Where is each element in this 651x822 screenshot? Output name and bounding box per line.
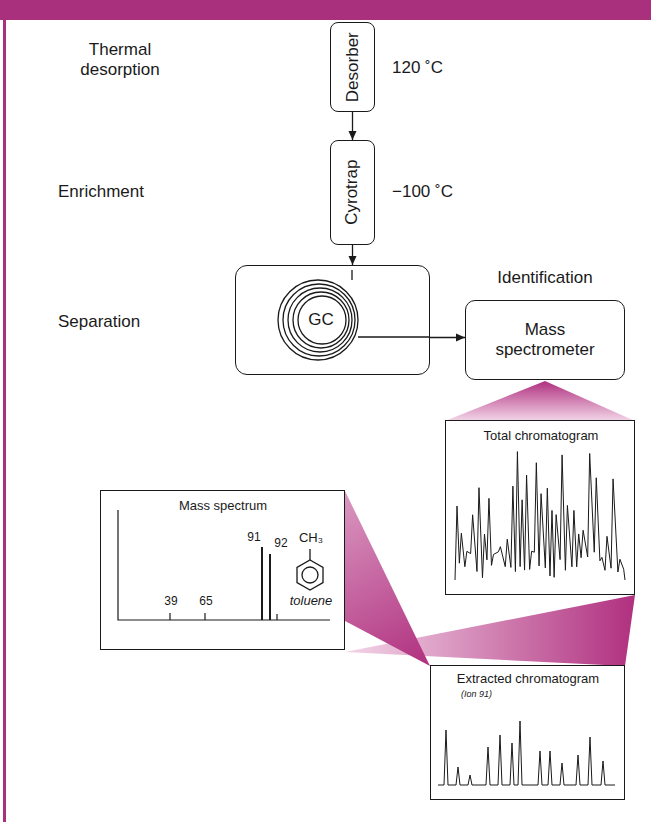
- panel-ground: [100, 490, 345, 650]
- node-text: toluene: [290, 594, 333, 609]
- flow-arrow: [352, 245, 353, 265]
- node-text: 92: [274, 537, 287, 551]
- chromatogram-trace: [438, 721, 615, 785]
- process-box: Mass spectrometer: [465, 300, 625, 380]
- node-title: GC: [305, 310, 337, 330]
- header-bar: [0, 0, 651, 20]
- node-title: Extracted chromatogram: [457, 672, 599, 687]
- flow-arrow: [352, 112, 353, 140]
- chromatogram-panel: Extracted chromatogram (Ion 91): [430, 665, 625, 800]
- toluene-structure: [297, 549, 323, 590]
- node-text: 65: [199, 595, 212, 609]
- node-title: Total chromatogram: [484, 429, 599, 444]
- node-text: CH₃: [299, 531, 323, 546]
- gc-box: GC: [235, 265, 430, 375]
- stage-label: Enrichment: [58, 182, 144, 202]
- node-text: (Ion 91): [461, 689, 492, 699]
- column-coil: [278, 270, 430, 360]
- node-title: Mass spectrometer: [488, 320, 603, 361]
- process-box: Cyrotrap: [330, 140, 375, 245]
- node-title: Cyrotrap: [342, 160, 362, 225]
- panel-ground: [430, 665, 625, 800]
- zoom-wedge: [100, 491, 430, 666]
- node-text: 39: [164, 595, 177, 609]
- node-text: 91: [247, 531, 260, 545]
- stage-label: 120 ˚C: [392, 58, 443, 78]
- panel-ground: [445, 420, 635, 595]
- node-title: Desorber: [342, 32, 362, 102]
- spectrum-plot: [118, 510, 330, 620]
- spectrum-panel: Mass spectrum 91 92 39 65 CH₃ toluene: [100, 490, 345, 650]
- process-box: Desorber: [330, 22, 375, 112]
- stage-label: Thermal desorption: [73, 40, 168, 81]
- flow-arrow: [430, 337, 465, 338]
- stage-label: Separation: [58, 312, 140, 332]
- zoom-wedge: [445, 381, 635, 421]
- node-title: Mass spectrum: [179, 499, 267, 514]
- chromatogram-panel: Total chromatogram: [445, 420, 635, 595]
- stage-label: Identification: [497, 268, 592, 288]
- frame-line: [3, 0, 6, 822]
- chromatogram-trace: [455, 452, 625, 580]
- stage-label: −100 ˚C: [392, 182, 453, 202]
